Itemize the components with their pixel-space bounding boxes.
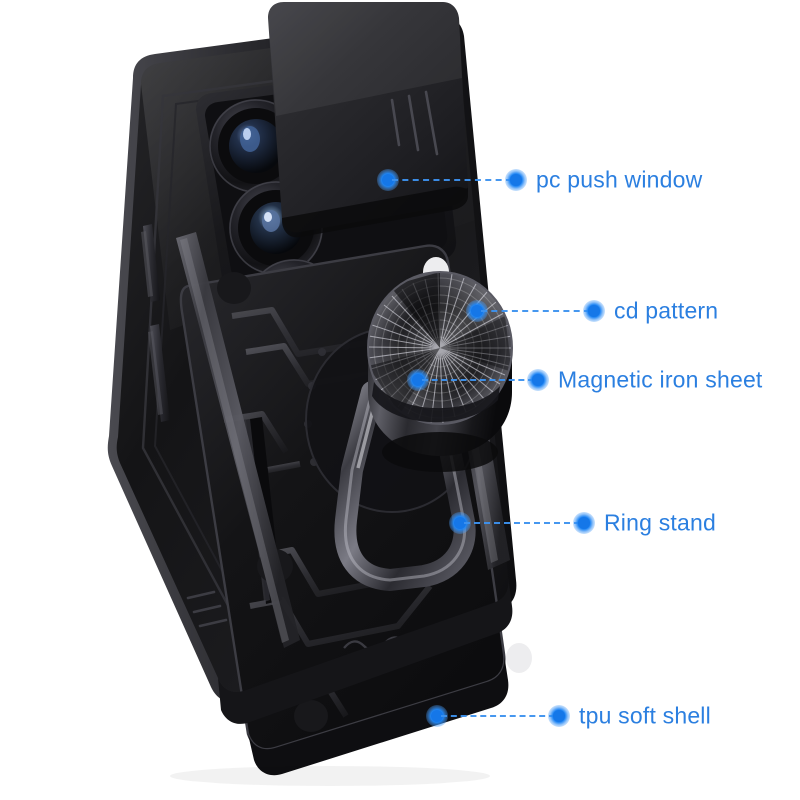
end-dot-ring-stand [573,512,595,534]
label-pc-push-window: pc push window [536,166,703,193]
label-cd-pattern: cd pattern [614,297,719,324]
tpu-soft-shell-bottom [186,576,513,776]
anchor-dot-ring-stand [449,512,471,534]
end-dot-tpu-soft-shell [548,705,570,727]
cd-radial-lines [368,272,512,424]
anchor-dot-magnetic-iron-sheet [407,369,429,391]
pc-push-window-slider [268,2,468,238]
end-dot-cd-pattern [583,300,605,322]
leader-line-pc-push-window [392,179,512,181]
side-button-cutouts [141,224,170,422]
anchor-dot-tpu-soft-shell [426,705,448,727]
anchor-dot-pc-push-window [377,169,399,191]
slider-grip-ridges [390,90,439,156]
leader-line-cd-pattern [481,310,590,312]
leader-line-tpu-soft-shell [441,715,555,717]
label-magnetic-iron-sheet: Magnetic iron sheet [558,366,763,393]
anchor-dot-cd-pattern [466,300,488,322]
leader-line-ring-stand [464,522,580,524]
label-tpu-soft-shell: tpu soft shell [579,702,711,729]
label-ring-stand: Ring stand [604,509,716,536]
leader-line-magnetic-iron-sheet [422,379,534,381]
end-dot-pc-push-window [505,169,527,191]
cd-pattern-disc [367,271,513,425]
speaker-grille [186,590,228,628]
end-dot-magnetic-iron-sheet [527,369,549,391]
ring-stand-assembly [176,232,513,648]
